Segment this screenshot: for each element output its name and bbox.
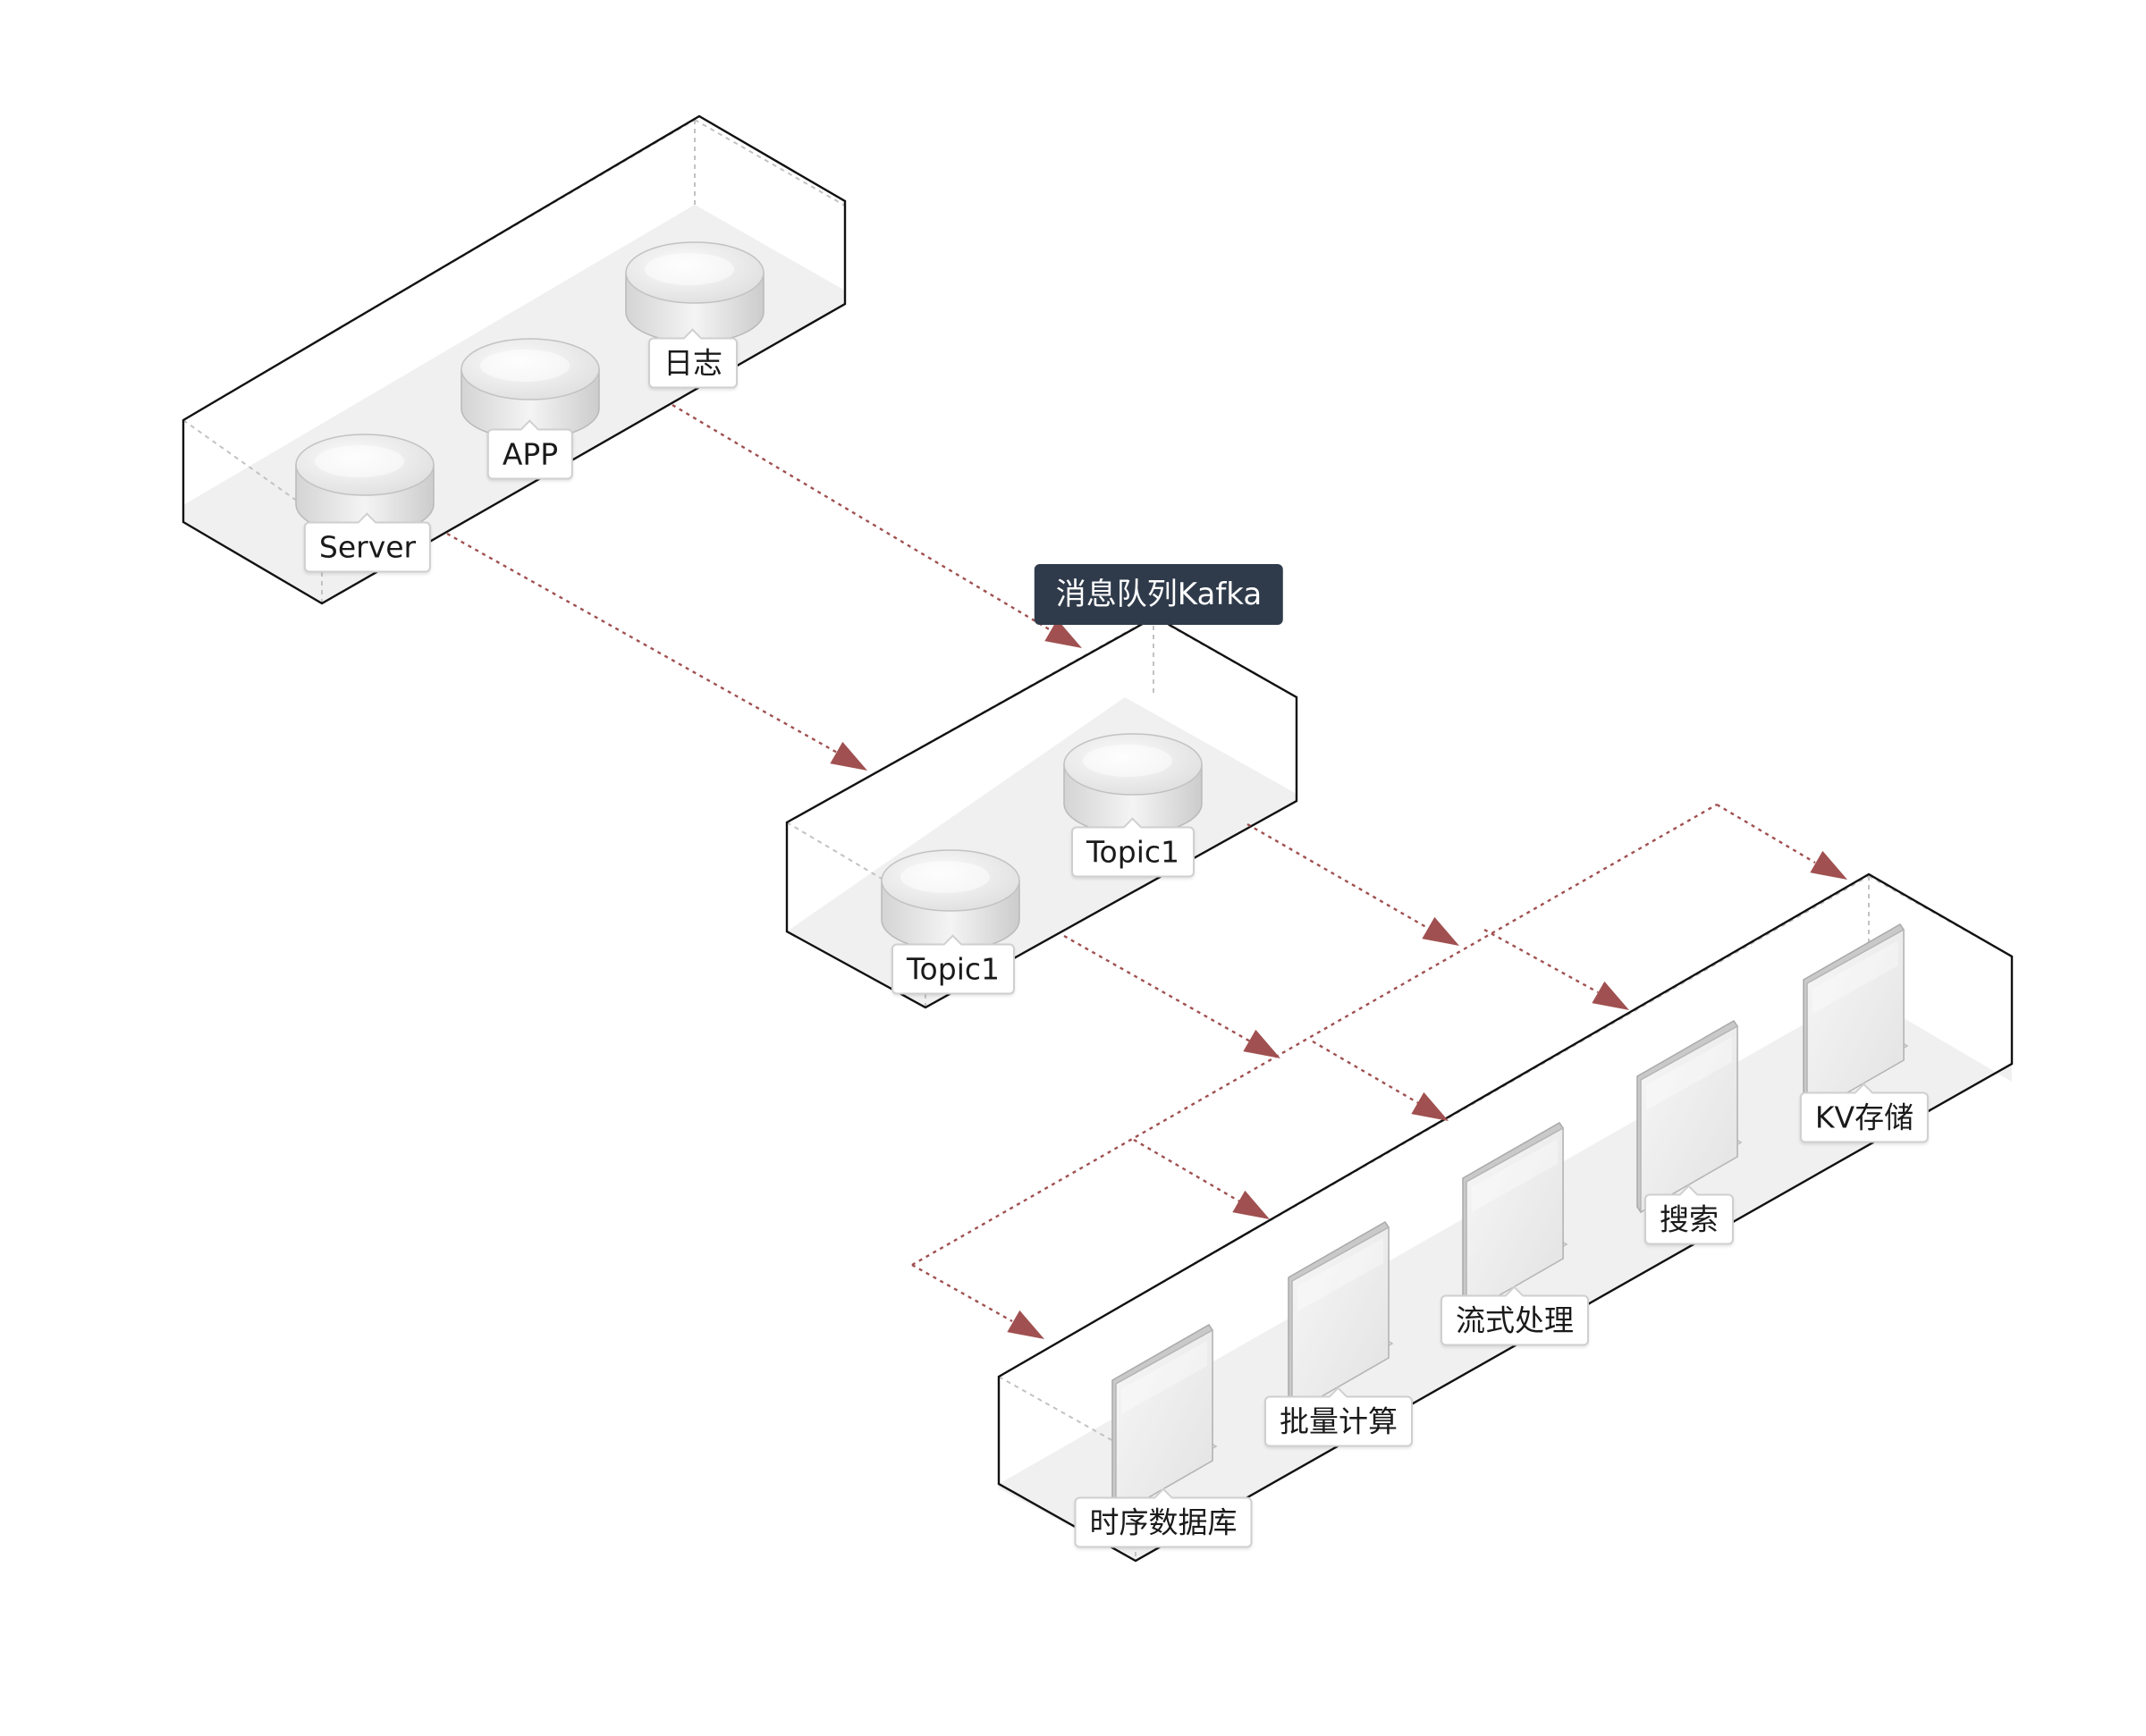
topic-a-database-icon [881,849,1020,951]
consumer-label-search: 搜索 [1644,1193,1734,1245]
arrow-server-to-topic-head [830,741,867,771]
arrow-log-to-kafka-head [1044,619,1082,648]
tsdb-monitor-icon [1111,1324,1218,1518]
batch-monitor-icon [1288,1221,1394,1415]
source-label-app: APP [486,428,574,480]
connector-layer [446,403,1847,1339]
arrow-to-box-corner-head [1007,1310,1044,1339]
consumer-label-tsdb: 时序数据库 [1074,1496,1253,1548]
arrow-to-kv-line [1716,803,1816,864]
arrow-stream-branch-search-line [1483,928,1599,994]
consumer-label-stream: 流式处理 [1441,1294,1589,1346]
stream-monitor-icon [1462,1122,1568,1316]
consumer-label-batch: 批量计算 [1264,1395,1413,1447]
distribution-line [911,803,1718,1267]
kafka-title: 消息队列Kafka [1034,564,1284,625]
log-database-icon [625,241,765,343]
arrow-server-to-topic-line [446,532,841,756]
topic-label-b: Topic1 [1071,826,1195,878]
arrow-branch-consumer-line [1133,1138,1242,1204]
arrow-topic-to-tsdb-line [1063,934,1253,1044]
kafka-box [785,615,1298,1009]
arrow-branch-consumer-head [1232,1190,1270,1219]
app-database-icon [460,338,600,440]
source-label-log: 日志 [648,337,738,389]
arrow-log-to-kafka-line [672,403,1056,635]
arrow-tsdb-branch-batch-head [1411,1091,1449,1121]
arrow-to-kv-head [1810,850,1847,880]
consumer-label-kv: KV存储 [1799,1091,1930,1143]
arrow-topic-to-tsdb-head [1243,1029,1280,1058]
topic-label-a: Topic1 [891,943,1015,995]
source-label-server: Server [303,521,432,573]
arrow-to-box-corner-line [911,1263,1013,1323]
arrow-topic-to-stream-head [1422,916,1459,946]
arrow-stream-branch-search-head [1592,981,1629,1010]
topic-b-database-icon [1063,733,1203,835]
search-monitor-icon [1636,1020,1743,1214]
arrow-tsdb-branch-batch-line [1312,1040,1421,1106]
arrow-topic-to-stream-line [1246,822,1432,931]
server-database-icon [295,434,435,535]
